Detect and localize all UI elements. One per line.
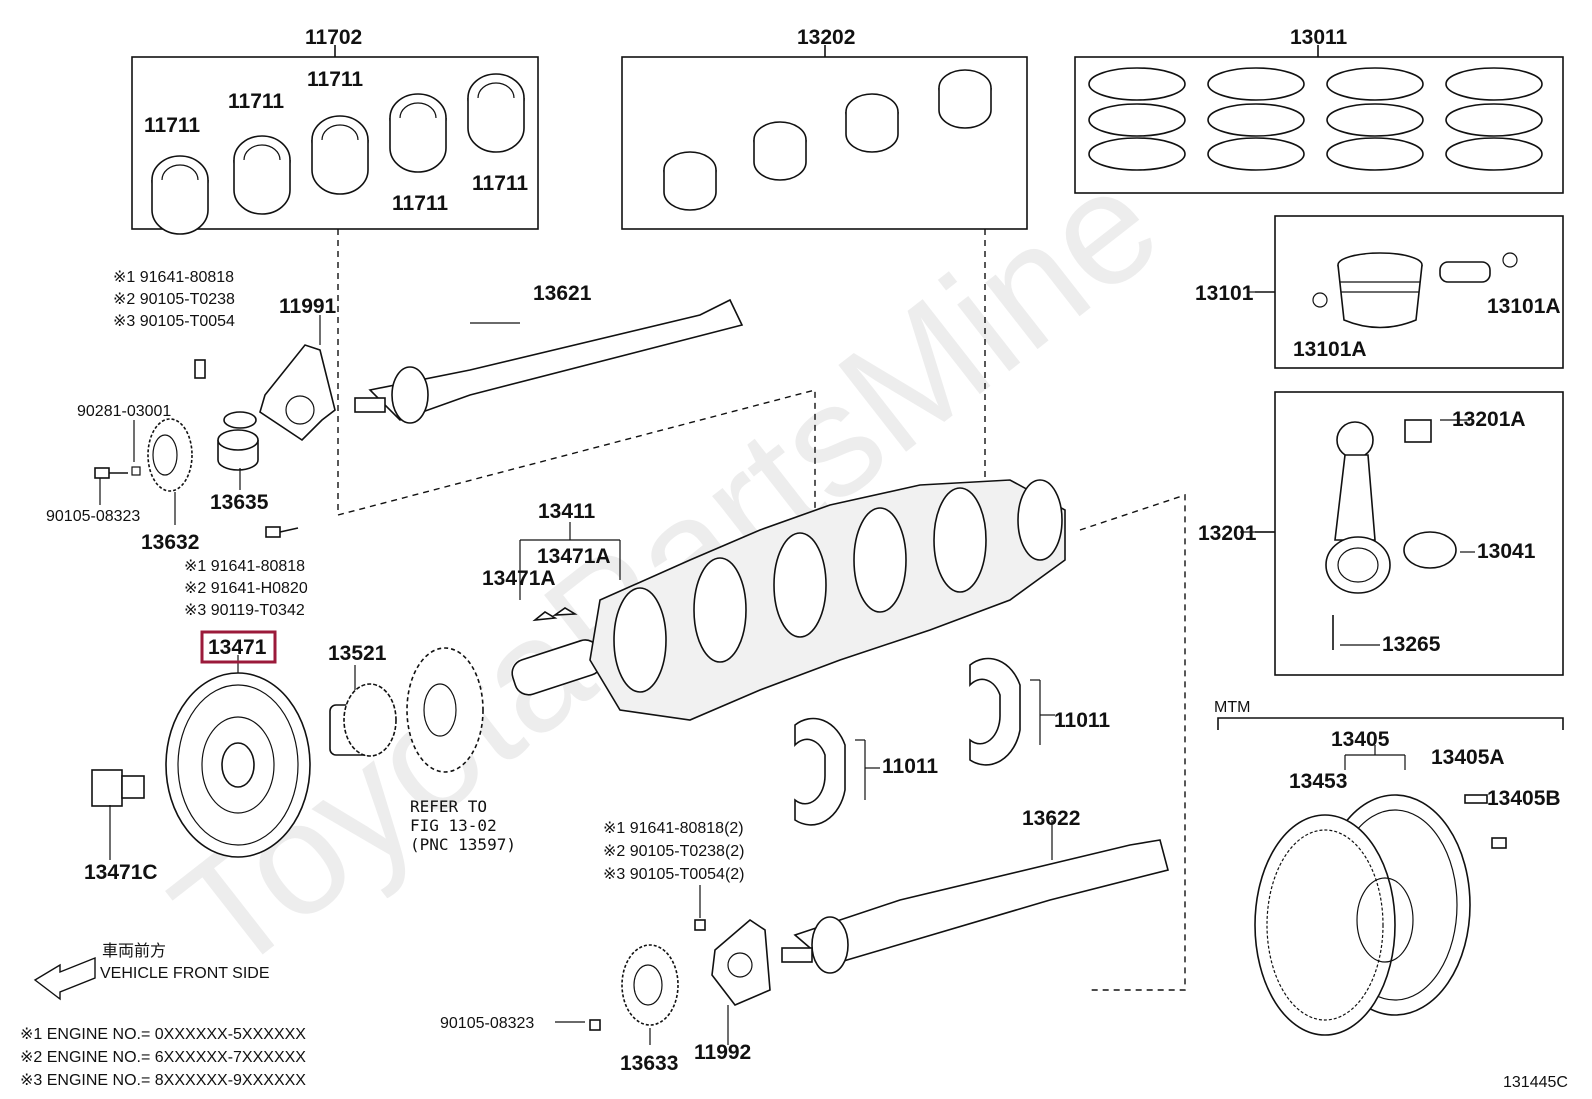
label-mtm: MTM [1214, 699, 1250, 716]
label-13411[interactable]: 13411 [538, 500, 596, 523]
crankshaft-icon [511, 479, 1066, 721]
svg-text:※2 91641-H0820: ※2 91641-H0820 [184, 580, 308, 597]
svg-text:※2 90105-T0238: ※2 90105-T0238 [113, 291, 235, 308]
flywheel-icon [1254, 794, 1507, 1036]
label-11711-e[interactable]: 11711 [472, 172, 528, 195]
label-13521[interactable]: 13521 [328, 642, 387, 665]
part-labels[interactable]: 11702 11711 11711 11711 11711 11711 1320… [46, 26, 1561, 1075]
svg-text:※3 90105-T0054: ※3 90105-T0054 [113, 313, 235, 330]
piston-ring-box-13011 [1074, 56, 1564, 194]
label-13405a[interactable]: 13405A [1431, 746, 1505, 769]
label-13041[interactable]: 13041 [1477, 540, 1536, 563]
label-13453[interactable]: 13453 [1289, 770, 1347, 793]
rod-bearing-icons [663, 69, 992, 211]
camshaft-13621-icon [354, 298, 744, 424]
label-13201[interactable]: 13201 [1198, 522, 1257, 545]
main-bearing-icons [151, 73, 525, 235]
label-13265[interactable]: 13265 [1382, 633, 1441, 656]
svg-text:※1 ENGINE NO.= 0XXXXXX-5XXXXXX: ※1 ENGINE NO.= 0XXXXXX-5XXXXXX [20, 1026, 306, 1043]
label-13471a-right[interactable]: 13471A [537, 545, 611, 568]
label-11992[interactable]: 11992 [694, 1041, 751, 1064]
mtm-bracket [1217, 717, 1564, 730]
thrust-washer-icons [794, 657, 1021, 826]
svg-text:※3 90105-T0054(2): ※3 90105-T0054(2) [603, 866, 745, 883]
label-11991[interactable]: 11991 [279, 295, 337, 318]
label-11011-left[interactable]: 11011 [882, 755, 938, 778]
cap-13635-icon [217, 411, 259, 471]
plate-11992-icon [711, 918, 771, 1006]
piston-ring-icons [1088, 67, 1543, 171]
label-13621[interactable]: 13621 [533, 282, 592, 305]
leader-lines [99, 291, 1475, 1045]
label-90105-top[interactable]: 90105-08323 [46, 508, 140, 525]
label-13011[interactable]: 13011 [1290, 26, 1348, 49]
label-13622[interactable]: 13622 [1022, 807, 1080, 830]
label-13101a-right[interactable]: 13101A [1487, 295, 1561, 318]
label-13201a[interactable]: 13201A [1452, 408, 1526, 431]
label-11711-c[interactable]: 11711 [307, 68, 363, 91]
sprocket-refer-icon [406, 647, 484, 773]
label-13633[interactable]: 13633 [620, 1052, 678, 1075]
notes-top: ※1 91641-80818 ※2 90105-T0238 ※3 90105-T… [113, 269, 235, 330]
svg-text:※3 ENGINE NO.= 8XXXXXX-9XXXXXX: ※3 ENGINE NO.= 8XXXXXX-9XXXXXX [20, 1072, 306, 1089]
svg-text:※2 90105-T0238(2): ※2 90105-T0238(2) [603, 843, 745, 860]
svg-text:※1 91641-80818(2): ※1 91641-80818(2) [603, 820, 744, 837]
label-13471[interactable]: 13471 [208, 636, 267, 659]
label-11711-a[interactable]: 11711 [144, 114, 200, 137]
svg-text:※1 91641-80818: ※1 91641-80818 [184, 558, 305, 575]
sprocket-13632-icon [147, 418, 193, 492]
engine-number-notes: ※1 ENGINE NO.= 0XXXXXX-5XXXXXX ※2 ENGINE… [20, 1026, 306, 1089]
label-90105-bottom[interactable]: 90105-08323 [440, 1015, 534, 1032]
label-13471a-left[interactable]: 13471A [482, 567, 556, 590]
refer-note: REFER TO FIG 13-02 (PNC 13597) [410, 797, 516, 854]
label-13632[interactable]: 13632 [141, 531, 199, 554]
label-13202[interactable]: 13202 [797, 26, 855, 49]
label-11011-right[interactable]: 11011 [1054, 709, 1110, 732]
vehicle-front-arrow: 車両前方 VEHICLE FRONT SIDE [33, 942, 270, 1001]
label-13405b[interactable]: 13405B [1487, 787, 1561, 810]
crank-pulley-icon [165, 672, 311, 858]
figure-id: 131445C [1503, 1074, 1568, 1091]
conrod-icon [1325, 419, 1457, 650]
crank-gear-icon [329, 683, 397, 757]
small-bolts-bottom [589, 919, 706, 1031]
camshaft-13622-icon [781, 839, 1169, 974]
piston-icon [1312, 252, 1518, 329]
label-13635[interactable]: 13635 [210, 491, 269, 514]
svg-text:※2 ENGINE NO.= 6XXXXXX-7XXXXXX: ※2 ENGINE NO.= 6XXXXXX-7XXXXXX [20, 1049, 306, 1066]
svg-text:※3 90119-T0342: ※3 90119-T0342 [184, 602, 305, 619]
conrod-box-13201 [1274, 391, 1564, 676]
label-13405[interactable]: 13405 [1331, 728, 1390, 751]
label-11711-b[interactable]: 11711 [228, 90, 284, 113]
svg-text:(PNC 13597): (PNC 13597) [410, 835, 516, 854]
label-13101[interactable]: 13101 [1195, 282, 1254, 305]
bolt-icons [94, 359, 299, 538]
label-13101a-bottom[interactable]: 13101A [1293, 338, 1367, 361]
svg-text:REFER TO: REFER TO [410, 797, 487, 816]
svg-text:※1 91641-80818: ※1 91641-80818 [113, 269, 234, 286]
svg-text:FIG 13-02: FIG 13-02 [410, 816, 497, 835]
plate-11991-icon [259, 344, 336, 442]
highlight-box-13471 [200, 630, 277, 664]
sprocket-13633-icon [621, 944, 679, 1026]
label-90281[interactable]: 90281-03001 [77, 403, 171, 420]
notes-bottom: ※1 91641-80818(2) ※2 90105-T0238(2) ※3 9… [603, 820, 745, 883]
label-13471c[interactable]: 13471C [84, 861, 158, 884]
pulley-bolt-icon [91, 769, 145, 807]
direction-jp: 車両前方 [102, 942, 166, 960]
notes-mid: ※1 91641-80818 ※2 91641-H0820 ※3 90119-T… [184, 558, 308, 619]
label-11702[interactable]: 11702 [305, 26, 362, 49]
label-11711-d[interactable]: 11711 [392, 192, 448, 215]
direction-en: VEHICLE FRONT SIDE [100, 965, 270, 982]
